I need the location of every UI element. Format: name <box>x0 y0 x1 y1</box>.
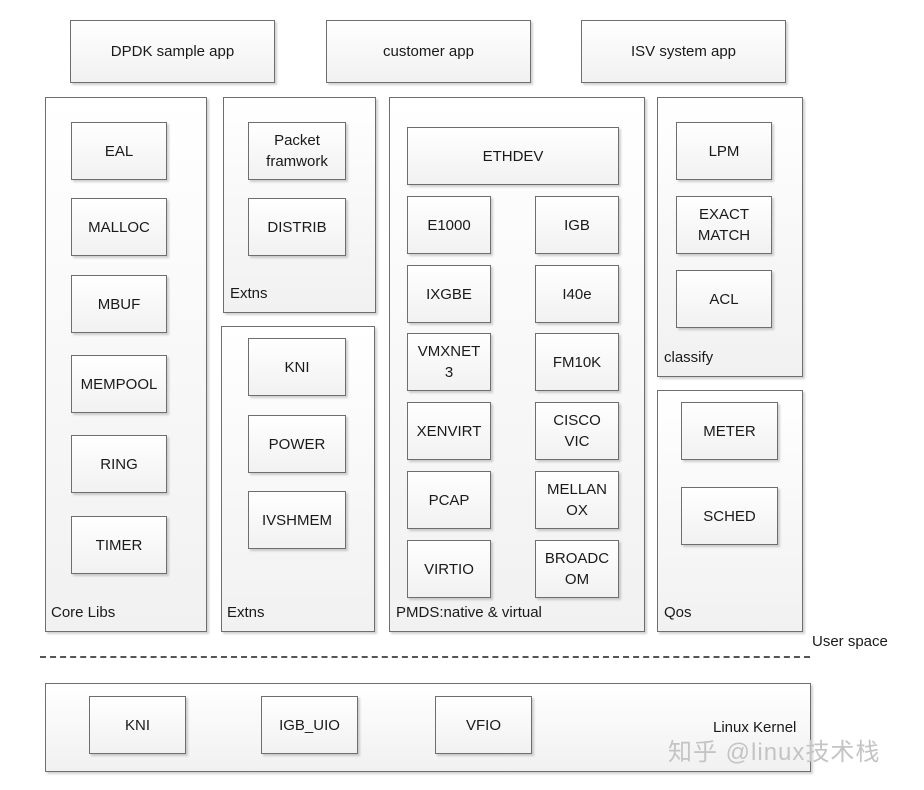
node-distrib: DISTRIB <box>248 198 346 256</box>
node-sched: SCHED <box>681 487 778 545</box>
extns-top-label: Extns <box>230 285 268 302</box>
app-isv-system: ISV system app <box>581 20 786 83</box>
node-mellanox: MELLAN OX <box>535 471 619 529</box>
watermark: 知乎 @linux技术栈 <box>668 739 881 766</box>
node-cisco-vic: CISCO VIC <box>535 402 619 460</box>
pmds-label: PMDS:native & virtual <box>396 604 542 621</box>
extns-bottom-label: Extns <box>227 604 265 621</box>
node-e1000: E1000 <box>407 196 491 254</box>
user-space-label: User space <box>812 633 888 650</box>
node-xenvirt: XENVIRT <box>407 402 491 460</box>
app-dpdk-sample: DPDK sample app <box>70 20 275 83</box>
node-virtio: VIRTIO <box>407 540 491 598</box>
node-malloc: MALLOC <box>71 198 167 256</box>
node-kni: KNI <box>248 338 346 396</box>
core-libs-label: Core Libs <box>51 604 116 621</box>
node-power: POWER <box>248 415 346 473</box>
node-pcap: PCAP <box>407 471 491 529</box>
node-ivshmem: IVSHMEM <box>248 491 346 549</box>
linux-kernel-label: Linux Kernel <box>713 719 797 736</box>
node-eal: EAL <box>71 122 167 180</box>
node-ethdev: ETHDEV <box>407 127 619 185</box>
classify-label: classify <box>664 349 714 366</box>
node-vfio: VFIO <box>435 696 532 754</box>
node-i40e: I40e <box>535 265 619 323</box>
node-mempool: MEMPOOL <box>71 355 167 413</box>
node-ixgbe: IXGBE <box>407 265 491 323</box>
user-space-divider <box>40 656 810 658</box>
node-broadcom: BROADC OM <box>535 540 619 598</box>
node-packet-framework: Packet framwork <box>248 122 346 180</box>
qos-label: Qos <box>664 604 692 621</box>
node-mbuf: MBUF <box>71 275 167 333</box>
node-lpm: LPM <box>676 122 772 180</box>
node-fm10k: FM10K <box>535 333 619 391</box>
node-timer: TIMER <box>71 516 167 574</box>
node-exact-match: EXACT MATCH <box>676 196 772 254</box>
node-igb-uio: IGB_UIO <box>261 696 358 754</box>
node-kernel-kni: KNI <box>89 696 186 754</box>
node-meter: METER <box>681 402 778 460</box>
node-igb: IGB <box>535 196 619 254</box>
node-ring: RING <box>71 435 167 493</box>
node-vmxnet3: VMXNET 3 <box>407 333 491 391</box>
node-acl: ACL <box>676 270 772 328</box>
app-customer: customer app <box>326 20 531 83</box>
